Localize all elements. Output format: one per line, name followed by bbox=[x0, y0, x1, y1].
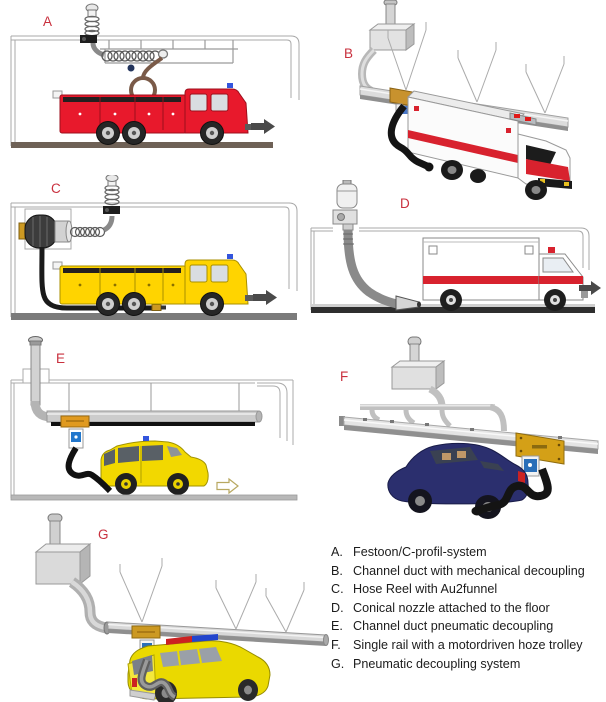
ceiling-hangers bbox=[119, 558, 305, 633]
exhaust-stack bbox=[102, 175, 120, 233]
extraction-hose bbox=[65, 446, 113, 494]
fan-unit bbox=[34, 513, 92, 586]
legend-item-b: B. Channel duct with mechanical decoupli… bbox=[331, 562, 593, 581]
legend-item-key: B. bbox=[331, 563, 343, 578]
exhaust-stack bbox=[332, 180, 358, 231]
manifold-pipes bbox=[360, 404, 507, 432]
panel-label-e: E bbox=[56, 351, 66, 366]
conical-nozzle bbox=[395, 295, 420, 311]
panel-e-illustration bbox=[10, 336, 298, 501]
exhaust-stack bbox=[357, 0, 416, 96]
panel-g-illustration bbox=[34, 513, 329, 702]
wheels bbox=[96, 121, 224, 145]
floor bbox=[11, 142, 273, 148]
extraction-hose bbox=[137, 658, 177, 701]
legend-item-key: G. bbox=[331, 656, 345, 671]
legend-item-label: Festoon/C-profil-system bbox=[353, 545, 487, 559]
legend-item-a: A. Festoon/C-profil-system bbox=[331, 543, 593, 562]
legend-item-key: D. bbox=[331, 600, 344, 615]
legend-item-f: F. Single rail with a motordriven hoze t… bbox=[331, 636, 593, 655]
legend-item-c: C. Hose Reel with Au2funnel bbox=[331, 580, 593, 599]
panel-label-b: B bbox=[344, 46, 354, 61]
panel-label-g: G bbox=[98, 527, 109, 542]
elbow-pipe bbox=[68, 577, 111, 635]
legend-item-label: Pneumatic decoupling system bbox=[353, 656, 521, 671]
extraction-hose bbox=[387, 103, 429, 170]
garage-outline bbox=[310, 227, 590, 310]
ceiling-hangers bbox=[387, 22, 565, 114]
legend-item-label: Single rail with a motordriven hoze trol… bbox=[353, 637, 583, 652]
exhaust-stack bbox=[390, 336, 446, 408]
panel-label-f: F bbox=[340, 369, 349, 384]
garage-outline bbox=[10, 368, 294, 498]
suv-car bbox=[100, 436, 209, 495]
exhaust-stack bbox=[80, 3, 105, 58]
direction-arrow-icon bbox=[253, 290, 277, 305]
legend: A. Festoon/C-profil-system B. Channel du… bbox=[331, 543, 593, 673]
panel-label-c: C bbox=[51, 181, 61, 196]
direction-arrow-icon bbox=[251, 119, 275, 134]
legend-item-key: A. bbox=[331, 545, 343, 559]
panel-d-illustration bbox=[310, 180, 601, 313]
legend-item-label: Channel duct with mechanical decoupling bbox=[353, 563, 585, 578]
sedan-car bbox=[387, 442, 529, 519]
direction-arrow-outline-icon bbox=[216, 477, 239, 495]
fire-truck bbox=[52, 254, 259, 316]
drop-hose bbox=[343, 229, 421, 311]
panel-c-illustration bbox=[10, 175, 298, 320]
extraction-hose bbox=[471, 467, 552, 516]
legend-item-label: Conical nozzle attached to the floor bbox=[353, 600, 550, 615]
panel-label-a: A bbox=[43, 14, 53, 29]
panel-f-illustration bbox=[339, 336, 599, 519]
legend-item-e: E. Channel duct pneumatic decoupling bbox=[331, 617, 593, 636]
floor bbox=[11, 313, 297, 320]
legend-item-g: G. Pneumatic decoupling system bbox=[331, 655, 593, 674]
garage-outline bbox=[10, 202, 298, 317]
wheels bbox=[96, 292, 224, 316]
festoon-hose bbox=[101, 49, 169, 62]
direction-arrow-icon bbox=[579, 281, 601, 295]
fan-unit bbox=[80, 35, 97, 43]
panel-label-d: D bbox=[400, 196, 410, 211]
trolley bbox=[60, 415, 90, 449]
legend-item-key: E. bbox=[331, 619, 343, 634]
legend-item-d: D. Conical nozzle attached to the floor bbox=[331, 599, 593, 618]
panel-b-illustration bbox=[357, 0, 572, 200]
connecting-coil bbox=[69, 226, 106, 238]
motordriven-trolley bbox=[515, 432, 565, 477]
ambulance bbox=[406, 90, 572, 200]
legend-item-key: C. bbox=[331, 582, 344, 597]
panel-a-illustration bbox=[10, 3, 300, 148]
extraction-duct bbox=[46, 410, 263, 426]
hose-reel bbox=[18, 214, 73, 249]
hanger-rods bbox=[68, 383, 240, 411]
legend-item-label: Channel duct pneumatic decoupling bbox=[353, 619, 554, 634]
legend-item-key: F. bbox=[331, 637, 341, 652]
ambulance bbox=[422, 237, 588, 311]
floor bbox=[10, 494, 298, 501]
legend-item-label: Hose Reel with Au2funnel bbox=[353, 582, 498, 597]
fire-truck bbox=[52, 83, 259, 145]
garage-outline bbox=[10, 35, 300, 146]
